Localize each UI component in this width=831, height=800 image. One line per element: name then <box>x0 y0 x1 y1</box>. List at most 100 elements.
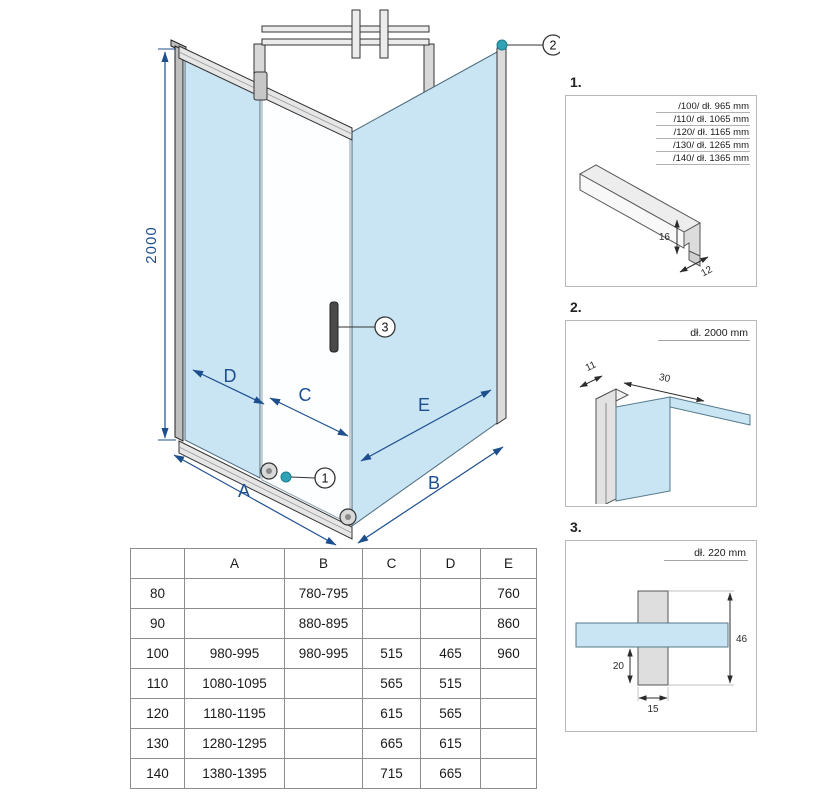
wall-profile-left <box>174 45 184 442</box>
callout-1-circle <box>314 467 336 489</box>
dim-label-D: D <box>224 366 237 386</box>
table-cell: 780-795 <box>284 578 363 609</box>
detail-3-dim-46: 46 <box>736 634 748 645</box>
detail-1-label: 1. <box>570 74 582 90</box>
roller-carriage <box>253 71 268 101</box>
table-cell: 615 <box>362 698 421 729</box>
door-handle <box>329 301 339 353</box>
table-cell <box>480 758 537 789</box>
stabilizer-cross-bracket <box>351 9 361 59</box>
table-row: 140 1380-1395 715 665 <box>130 758 537 789</box>
table-cell: 760 <box>480 578 537 609</box>
detail-2-drawing: dł. 2000 mm 11 30 <box>579 327 751 510</box>
glass-panel-face <box>615 396 671 502</box>
detail-1-length-100: /100/ dł. 965 mm <box>678 101 749 112</box>
stabilizer-cross-bracket-2 <box>379 9 389 59</box>
detail-1-dim-12: 12 <box>699 264 714 279</box>
detail-2-dim-11: 11 <box>584 359 598 374</box>
table-header-size <box>130 548 185 579</box>
callout-3-number: 3 <box>382 321 389 335</box>
detail-1-length-130: /130/ dł. 1265 mm <box>673 140 749 151</box>
table-cell <box>420 578 481 609</box>
glass-side-panel <box>351 51 498 527</box>
table-cell: 880-895 <box>284 608 363 639</box>
table-row: 80 780-795 760 <box>130 578 537 609</box>
table-cell: 120 <box>130 698 185 729</box>
detail-1-drawing: /100/ dł. 965 mm /110/ dł. 1065 mm /120/… <box>578 101 750 279</box>
detail-2-label: 2. <box>570 299 582 315</box>
table-cell: 980-995 <box>284 638 363 669</box>
stabilizer-bar-upper <box>261 25 430 33</box>
table-cell: 980-995 <box>184 638 285 669</box>
detail-3-drawing: dł. 220 mm 46 20 15 <box>575 547 748 715</box>
detail-1-length-120: /120/ dł. 1165 mm <box>674 127 749 138</box>
callout-3-circle <box>374 316 396 338</box>
dim-line-C <box>269 397 349 437</box>
dim-label-C: C <box>299 385 312 405</box>
roller-wheel-left-hub <box>266 468 272 474</box>
detail-3-box: dł. 220 mm 46 20 15 <box>565 540 757 732</box>
table-cell: 665 <box>420 758 481 789</box>
callout-2-number: 2 <box>550 39 557 53</box>
glass-edge-bar <box>575 622 729 648</box>
table-cell <box>284 668 363 699</box>
table-cell: 515 <box>362 638 421 669</box>
table-row: 120 1180-1195 615 565 <box>130 698 537 729</box>
table-header-B: B <box>284 548 363 579</box>
dim-label-height: 2000 <box>143 226 160 263</box>
table-cell: 960 <box>480 638 537 669</box>
callout-1-number: 1 <box>322 472 329 486</box>
table-cell <box>284 758 363 789</box>
detail-2-dim-line-30 <box>623 381 705 403</box>
detail-2-box: dł. 2000 mm 11 30 <box>565 320 757 510</box>
detail-3-dim-15: 15 <box>647 704 659 715</box>
table-cell: 665 <box>362 728 421 759</box>
profile-front-face <box>579 173 685 249</box>
dim-label-B: B <box>428 473 440 493</box>
callout-1-leader <box>290 476 316 479</box>
wall-profile-right <box>496 43 507 425</box>
table-cell <box>362 608 421 639</box>
callout-1-anchor-dot <box>280 471 292 483</box>
table-cell: 565 <box>420 698 481 729</box>
table-header-row: A B C D E <box>130 548 537 579</box>
table-row: 90 880-895 860 <box>130 608 537 639</box>
detail-2-length: dł. 2000 mm <box>690 327 748 339</box>
table-cell: 1080-1095 <box>184 668 285 699</box>
table-header-A: A <box>184 548 285 579</box>
table-cell: 515 <box>420 668 481 699</box>
dim-line-B <box>357 446 504 544</box>
table-cell <box>420 608 481 639</box>
table-cell: 860 <box>480 608 537 639</box>
dim-label-E: E <box>418 395 430 415</box>
callout-2-anchor-dot <box>496 39 508 51</box>
table-row: 130 1280-1295 665 615 <box>130 728 537 759</box>
table-cell <box>184 608 285 639</box>
top-bar-right-bracket <box>423 43 435 93</box>
roller-wheel-right-hub <box>345 514 351 520</box>
table-cell: 1380-1395 <box>184 758 285 789</box>
detail-1-length-110: /110/ dł. 1065 mm <box>674 114 749 125</box>
table-cell: 110 <box>130 668 185 699</box>
table-cell: 90 <box>130 608 185 639</box>
table-header-D: D <box>420 548 481 579</box>
stabilizer-bar-lower <box>261 38 430 46</box>
table-cell <box>362 578 421 609</box>
table-header-E: E <box>480 548 537 579</box>
detail-3-label: 3. <box>570 519 582 535</box>
dim-line-D <box>192 369 265 405</box>
detail-1-box: /100/ dł. 965 mm /110/ dł. 1065 mm /120/… <box>565 95 757 287</box>
table-cell <box>480 668 537 699</box>
table-cell: 100 <box>130 638 185 669</box>
table-header-C: C <box>362 548 421 579</box>
detail-3-dim-20: 20 <box>613 661 625 672</box>
callout-2-circle <box>542 34 560 56</box>
table-cell: 565 <box>362 668 421 699</box>
table-cell <box>284 698 363 729</box>
table-cell: 80 <box>130 578 185 609</box>
table-cell <box>184 578 285 609</box>
table-row: 100 980-995 980-995 515 465 960 <box>130 638 537 669</box>
table-cell: 715 <box>362 758 421 789</box>
detail-1-dim-16: 16 <box>659 232 671 243</box>
glass-panel-top-edge <box>669 396 751 426</box>
